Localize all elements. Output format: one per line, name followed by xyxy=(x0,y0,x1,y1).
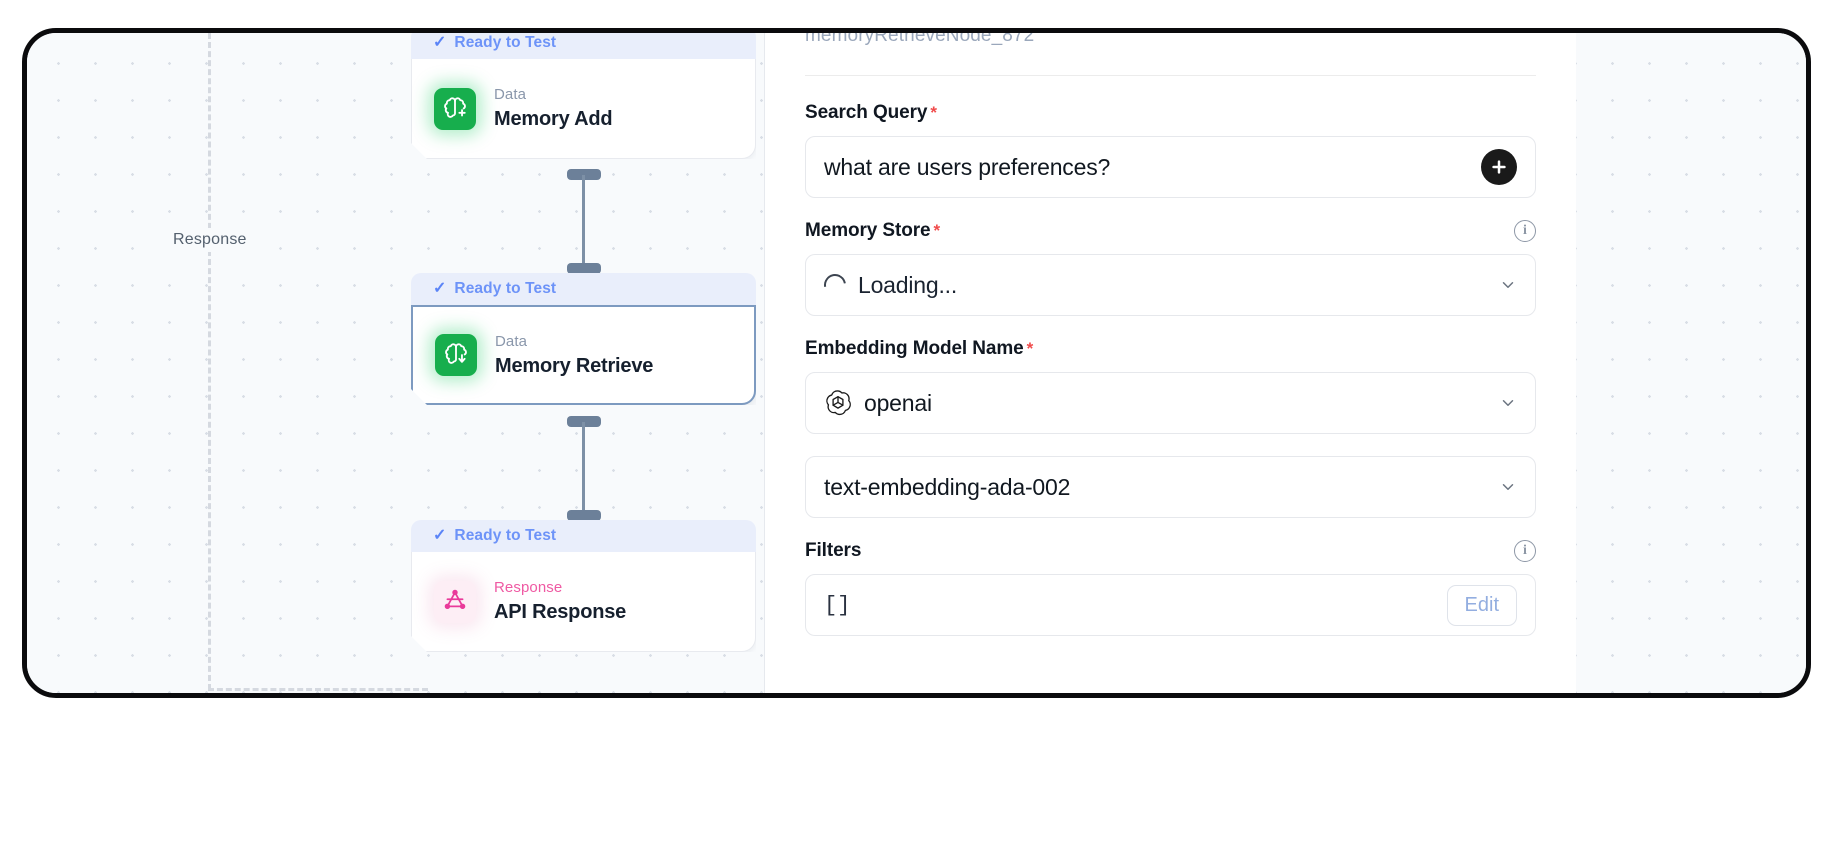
node-output-handle[interactable] xyxy=(567,416,601,427)
edit-button[interactable]: Edit xyxy=(1446,584,1517,626)
node-kind-label: Data xyxy=(495,332,528,350)
field-embedding-model-name: Embedding Model Name* openai xyxy=(805,338,1536,434)
node-status-label: Ready to Test xyxy=(454,527,557,544)
filters-value: [] xyxy=(824,592,851,618)
node-meta: Data Memory Retrieve xyxy=(495,333,653,378)
field-label: Embedding Model Name* xyxy=(805,338,1033,360)
field-embedding-model-variant: text-embedding-ada-002 xyxy=(805,456,1536,518)
node-config-panel: memoryRetrieveNode_872 Search Query* wha… xyxy=(764,33,1576,693)
node-card[interactable]: Response API Response xyxy=(411,552,756,652)
field-label: Search Query* xyxy=(805,102,937,124)
required-asterisk: * xyxy=(930,103,937,122)
panel-node-id: memoryRetrieveNode_872 xyxy=(805,33,1035,46)
node-meta: Data Memory Add xyxy=(494,86,612,131)
plus-icon[interactable] xyxy=(1481,149,1517,185)
info-icon[interactable]: i xyxy=(1514,540,1536,562)
memory-store-select[interactable]: Loading... xyxy=(805,254,1536,316)
brain-plus-icon xyxy=(434,88,476,130)
node-status-bar: ✓ Ready to Test xyxy=(411,520,756,552)
chevron-down-icon[interactable] xyxy=(1499,276,1517,294)
field-label-text: Embedding Model Name xyxy=(805,338,1024,359)
brain-download-icon xyxy=(435,334,477,376)
field-label-text: Filters xyxy=(805,540,862,561)
spinner-icon xyxy=(819,269,851,301)
node-title-label: Memory Retrieve xyxy=(495,354,654,377)
node-title-label: Memory Add xyxy=(494,108,613,130)
node-status-label: Ready to Test xyxy=(454,280,557,297)
field-label: Filters xyxy=(805,540,861,562)
check-icon: ✓ xyxy=(433,34,447,51)
response-edge-label: Response xyxy=(167,228,253,252)
field-label-text: Memory Store xyxy=(805,220,931,241)
node-meta: Response API Response xyxy=(494,579,626,624)
required-asterisk: * xyxy=(1026,339,1034,358)
node-input-handle[interactable] xyxy=(567,510,601,521)
embedding-model-value: text-embedding-ada-002 xyxy=(824,473,1071,500)
field-filters: Filters i [] Edit xyxy=(805,540,1536,636)
node-card[interactable]: Data Memory Retrieve xyxy=(411,305,756,405)
filters-input[interactable]: [] Edit xyxy=(805,574,1536,636)
info-icon[interactable]: i xyxy=(1514,220,1536,242)
embedding-provider-value: openai xyxy=(864,389,932,416)
node-status-label: Ready to Test xyxy=(454,34,557,51)
search-query-value: what are users preferences? xyxy=(824,153,1111,180)
field-label-row: Memory Store* i xyxy=(805,220,1536,242)
field-label-row: Filters i xyxy=(805,540,1536,562)
node-kind-label: Data xyxy=(494,86,527,103)
field-memory-store: Memory Store* i Loading... xyxy=(805,220,1536,316)
embedding-provider-select[interactable]: openai xyxy=(805,372,1536,434)
node-api-response[interactable]: ✓ Ready to Test Response API Response xyxy=(411,520,756,652)
app-window-frame: Response ✓ Ready to Test Data Memory Add xyxy=(22,28,1811,698)
required-asterisk: * xyxy=(933,221,941,240)
response-edge-vertical xyxy=(208,33,211,690)
node-status-bar: ✓ Ready to Test xyxy=(411,273,756,305)
node-title-label: API Response xyxy=(494,601,627,623)
node-input-handle[interactable] xyxy=(567,263,601,274)
graphql-icon xyxy=(434,581,476,623)
openai-icon xyxy=(824,389,852,417)
embedding-model-select[interactable]: text-embedding-ada-002 xyxy=(805,456,1536,518)
response-edge-horizontal xyxy=(208,688,428,691)
node-output-handle[interactable] xyxy=(567,169,601,180)
check-icon: ✓ xyxy=(433,527,447,544)
search-query-input[interactable]: what are users preferences? xyxy=(805,136,1536,198)
panel-divider xyxy=(805,75,1536,76)
node-status-bar: ✓ Ready to Test xyxy=(411,33,756,59)
field-label: Memory Store* xyxy=(805,220,940,242)
chevron-down-icon[interactable] xyxy=(1499,478,1517,496)
node-kind-label: Response xyxy=(494,579,563,596)
field-search-query: Search Query* what are users preferences… xyxy=(805,102,1536,198)
field-label-text: Search Query xyxy=(805,102,928,123)
field-label-row: Search Query* xyxy=(805,102,1536,124)
edge-memory-add-to-retrieve xyxy=(582,175,585,271)
node-card[interactable]: Data Memory Add xyxy=(411,59,756,159)
node-memory-add[interactable]: ✓ Ready to Test Data Memory Add xyxy=(411,33,756,159)
memory-store-value: Loading... xyxy=(858,271,958,298)
field-label-row: Embedding Model Name* xyxy=(805,338,1536,360)
chevron-down-icon[interactable] xyxy=(1499,394,1517,412)
check-icon: ✓ xyxy=(433,280,447,297)
edge-memory-retrieve-to-api-response xyxy=(582,422,585,517)
node-memory-retrieve[interactable]: ✓ Ready to Test Data Memory Retrieve xyxy=(411,273,756,405)
